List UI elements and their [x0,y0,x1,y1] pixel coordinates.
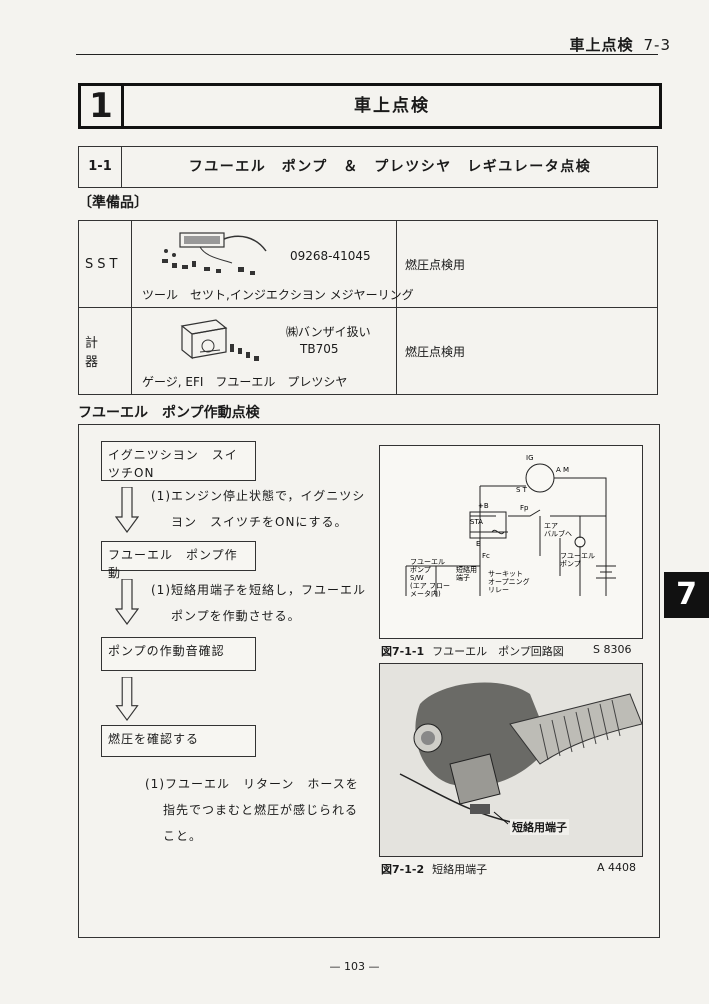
figure-code: A 4408 [597,861,637,874]
tool-use: 燃圧点検用 [396,307,658,395]
circuit-label-e: E [476,540,480,548]
subsection-heading: 1-1 フユーエル ポンプ ＆ プレツシヤ レギユレータ点検 [78,146,658,188]
header-rule [76,54,658,55]
section-title: 車上点検 [354,96,430,116]
flow-step: フユーエル ポンプ作動 [101,541,256,580]
circuit-label-terminal: 短絡用端子 [456,565,477,582]
flow-step: ポンプの作動音確認 [101,637,256,671]
step-note: (1)フユーエル リターン ホースを 指先でつまむと燃圧が感じられる こと。 [145,777,359,843]
circuit-label-fc: Fc [482,552,490,560]
table-row: 計 器 ㈱バンザイ扱い TB705 ゲージ, EFI フユーエル プレツシヤ 燃… [78,307,658,395]
circuit-label-ig: IG [526,454,534,462]
circuit-label-fp: Fp [520,504,529,512]
flow-step: 燃圧を確認する [101,725,256,757]
down-arrow-icon [115,579,139,625]
short-terminal-photo: 短絡用端子 [379,663,643,857]
tool-item-cell: 09268-41045 ツール セツト,インジエクシヨン メジヤーリング [131,220,414,308]
flow-title: フユーエル ポンプ作動点検 [78,405,260,421]
header-page-number: 7-3 [643,36,671,54]
page-footer: — 103 — [329,960,380,973]
header-title: 車上点検 [569,36,634,54]
subsection-title: フユーエル ポンプ ＆ プレツシヤ レギユレータ点検 [188,159,592,175]
page-header: 車上点検 7-3 [569,34,671,55]
tool-code-line-1: ㈱バンザイ扱い [286,325,371,339]
step-note: (1)エンジン停止状態で，イグニツシ ヨン スイツチをONにする。 [151,489,366,529]
preparation-label: 〔準備品〕 [78,195,148,211]
down-arrow-icon [115,487,139,533]
flow-frame: イグニツシヨン スイツチON (1)エンジン停止状態で，イグニツシ ヨン スイツ… [78,424,660,938]
circuit-label-fuel-pump: フユーエルポンプ [560,552,595,568]
tool-use: 燃圧点検用 [396,220,658,308]
subsection-number: 1-1 [79,147,122,187]
circuit-label-relay: サーキットオープニングリレー [488,570,530,594]
flow-step: イグニツシヨン スイツチON [101,441,256,481]
tool-category: 計 器 [78,307,132,395]
circuit-label-sta: STA [470,518,483,526]
section-number: 1 [81,86,124,126]
figure-number: 図7-1-1 [381,645,425,658]
circuit-label-b: +B [478,502,489,510]
step-note: (1)短絡用端子を短絡し，フユーエル ポンプを作動させる。 [151,583,366,623]
gauge-case-illustration [180,319,259,361]
section-heading: 1 車上点検 [78,83,662,129]
photo-callout: 短絡用端子 [510,819,569,835]
preparation-table: SST 09268-41045 ツール セツト,インジエクシヨン メジヤーリング… [78,220,658,395]
figure-code: S 8306 [593,643,632,656]
tool-name: ゲージ, EFI フユーエル プレツシヤ [142,375,348,389]
circuit-label-st: S T [516,486,528,494]
tool-category: SST [78,220,132,308]
tool-code: 09268-41045 [290,249,371,263]
tool-item-cell: ㈱バンザイ扱い TB705 ゲージ, EFI フユーエル プレツシヤ [131,307,397,395]
table-row: SST 09268-41045 ツール セツト,インジエクシヨン メジヤーリング… [78,220,658,308]
tool-code-line-2: TB705 [300,342,339,356]
circuit-label-air-valve: エアバルブへ [544,522,572,538]
circuit-label-am: A M [556,466,569,474]
figure-number: 図7-1-2 [381,863,425,876]
chapter-tab: 7 [664,572,709,618]
sst-tool-illustration [162,232,267,275]
down-arrow-icon [115,677,139,721]
tool-code: ㈱バンザイ扱い TB705 [286,324,371,358]
tool-name: ツール セツト,インジエクシヨン メジヤーリング [142,288,414,302]
